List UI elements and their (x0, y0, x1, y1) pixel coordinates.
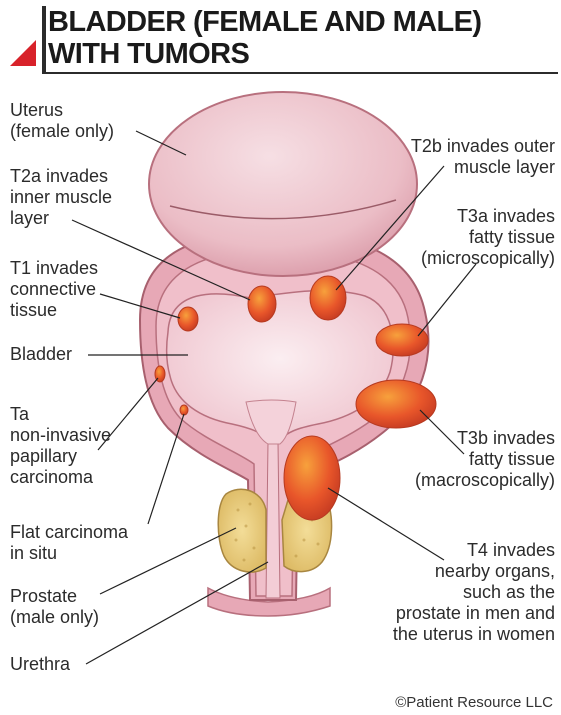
label-uterus: Uterus(female only) (10, 100, 114, 142)
label-prostate: Prostate(male only) (10, 586, 99, 628)
copyright-notice: ©Patient Resource LLC (395, 694, 553, 711)
tumor-t2b (310, 276, 346, 320)
tumor-t1 (178, 307, 198, 331)
prostate-left-lobe (218, 489, 266, 572)
leader-t3a (418, 264, 476, 336)
tumor-t4 (284, 436, 340, 520)
label-urethra: Urethra (10, 654, 70, 675)
urethra-channel (266, 442, 280, 598)
label-bladder: Bladder (10, 344, 72, 365)
tumor-t3a (376, 324, 428, 356)
tumor-t3b (356, 380, 436, 428)
tumor-t2a (248, 286, 276, 322)
tumor-flat (180, 405, 188, 415)
leader-flat (148, 414, 184, 524)
uterus (149, 92, 417, 276)
